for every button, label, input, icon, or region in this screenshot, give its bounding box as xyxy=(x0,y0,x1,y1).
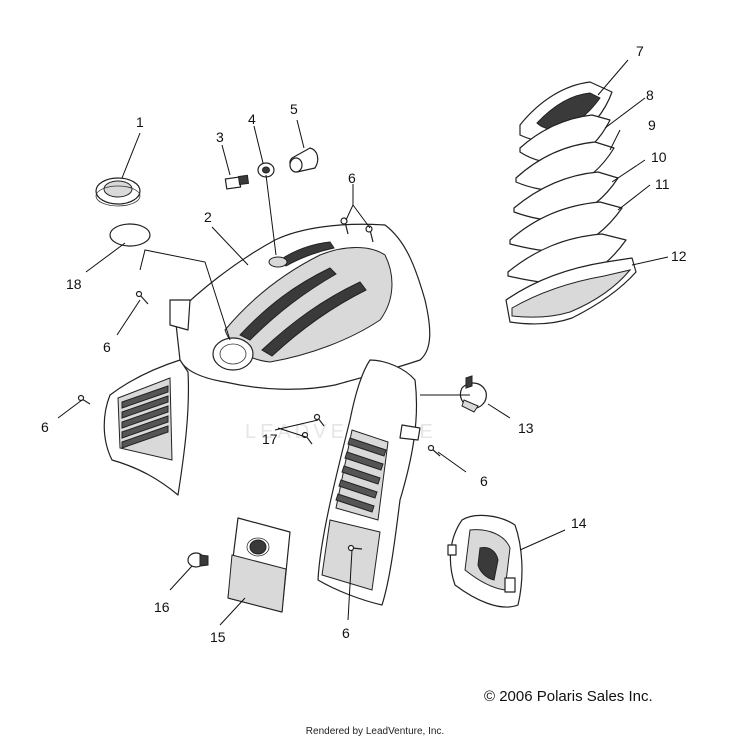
callout-6-right: 6 xyxy=(480,473,488,489)
callout-6-top: 6 xyxy=(348,170,356,186)
callout-18: 18 xyxy=(66,276,82,292)
o-ring xyxy=(109,223,151,247)
copyright-notice: © 2006 Polaris Sales Inc. xyxy=(484,688,653,705)
callout-4: 4 xyxy=(248,111,256,127)
left-side-panel xyxy=(103,299,191,496)
callout-1: 1 xyxy=(136,114,144,130)
callout-6-left-lower: 6 xyxy=(41,419,49,435)
callout-10: 10 xyxy=(651,149,667,165)
right-side-panel xyxy=(317,359,421,606)
key-part xyxy=(224,174,250,190)
knob-part xyxy=(187,552,209,568)
callout-16: 16 xyxy=(154,599,170,615)
access-panel xyxy=(227,517,291,613)
callout-3: 3 xyxy=(216,129,224,145)
callout-5: 5 xyxy=(290,101,298,117)
callout-11: 11 xyxy=(655,176,670,192)
callout-13: 13 xyxy=(518,420,534,436)
callout-17: 17 xyxy=(262,431,278,447)
callout-12: 12 xyxy=(671,248,687,264)
callout-6-left-upper: 6 xyxy=(103,339,111,355)
nut-part xyxy=(257,162,275,178)
plug-part xyxy=(289,147,319,173)
grommet-ring xyxy=(95,177,141,207)
leader-lines xyxy=(57,59,669,626)
callout-7: 7 xyxy=(636,43,644,59)
callout-14: 14 xyxy=(571,515,587,531)
screw-parts xyxy=(77,217,441,552)
housing-part xyxy=(447,514,523,608)
rendered-by-credit: Rendered by LeadVenture, Inc. xyxy=(305,726,445,737)
callout-15: 15 xyxy=(210,629,226,645)
callout-numbers: 1 2 3 4 5 6 6 6 6 6 7 8 9 10 11 12 13 14… xyxy=(41,43,687,645)
frame-stack xyxy=(505,81,637,325)
callout-2: 2 xyxy=(204,209,212,225)
callout-6-bottom: 6 xyxy=(342,625,350,641)
hood-panel xyxy=(174,223,431,390)
callout-8: 8 xyxy=(646,87,654,103)
callout-9: 9 xyxy=(648,117,656,133)
clip-part xyxy=(459,375,487,413)
